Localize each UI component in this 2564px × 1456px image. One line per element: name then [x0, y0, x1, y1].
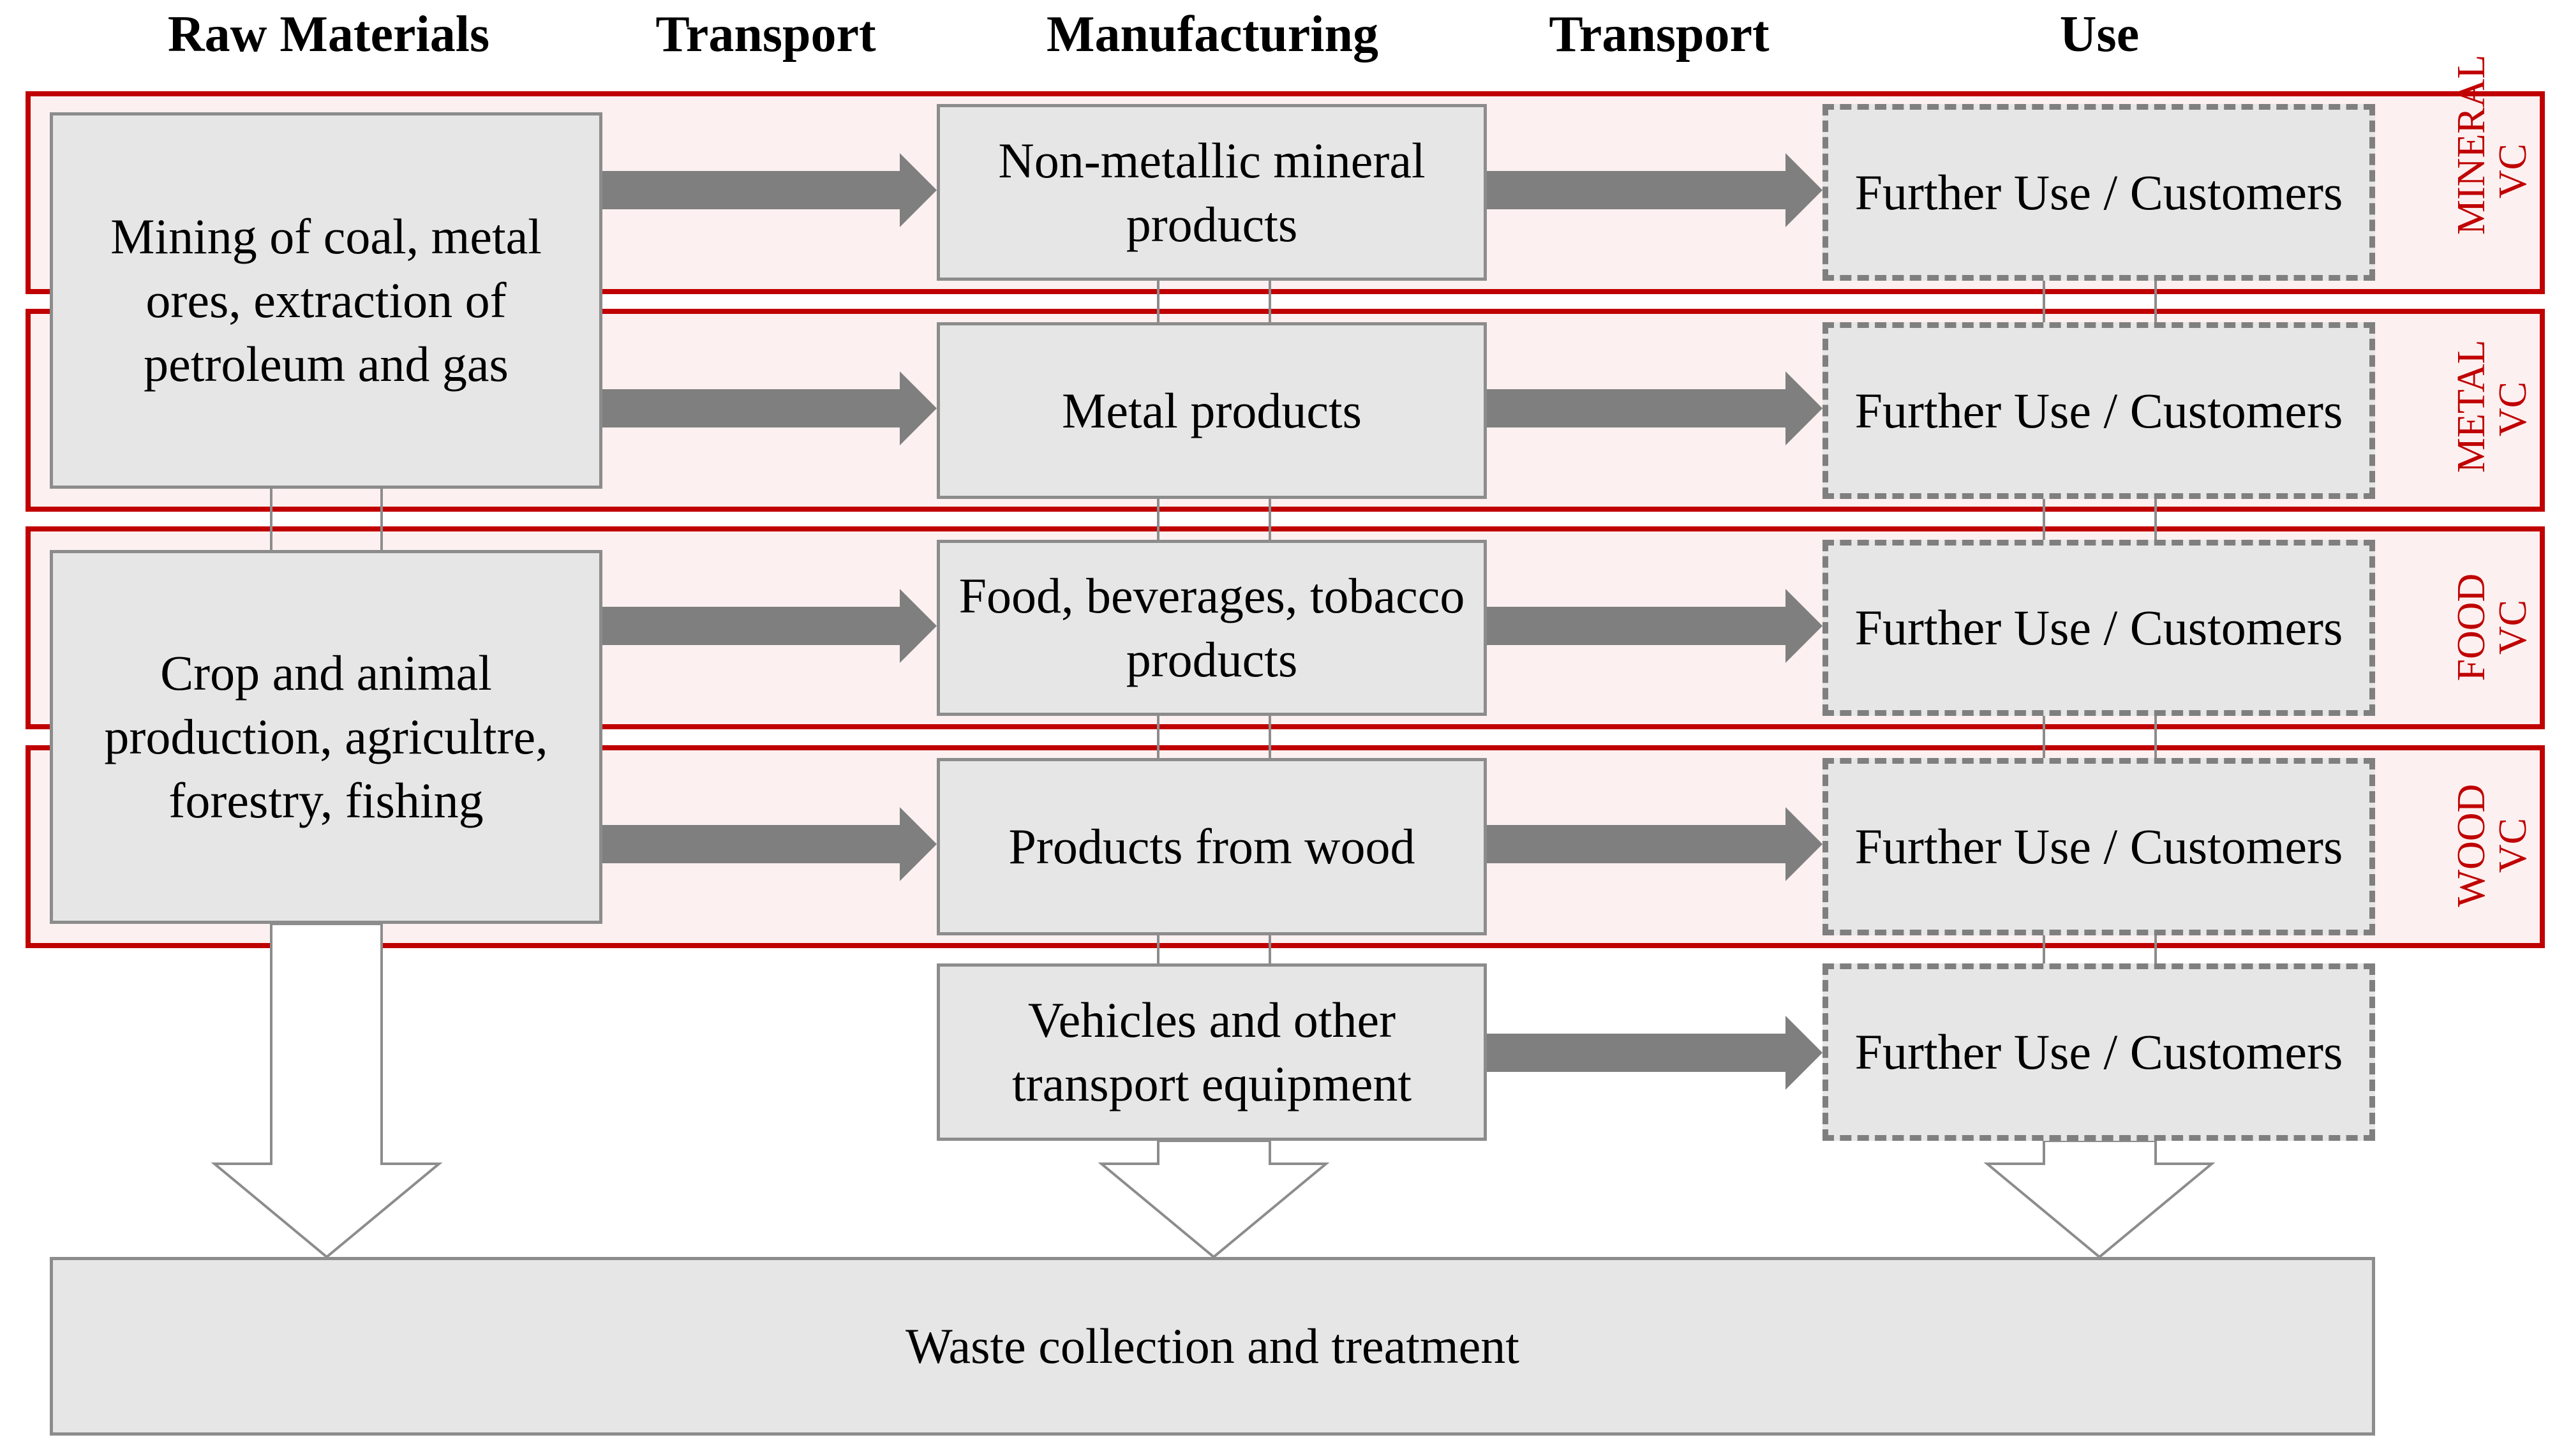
box-waste: Waste collection and treatment: [50, 1257, 2375, 1436]
box-mining: Mining of coal, metal ores, extraction o…: [50, 112, 602, 489]
arrows-manufacturing-to-use: [1487, 153, 1822, 1090]
arrow-crop-to-wood: [602, 807, 937, 881]
header-raw-materials: Raw Materials: [167, 6, 490, 63]
header-use: Use: [2059, 6, 2140, 63]
header-transport-1: Transport: [655, 6, 876, 63]
box-vehicles: Vehicles and other transport equipment: [937, 963, 1487, 1141]
arrows-raw-to-manufacturing: [602, 153, 937, 881]
arrow-mining-to-metal: [602, 371, 937, 445]
arrow-manufacturing-to-waste: [1098, 1140, 1330, 1259]
box-further-use-metal: Further Use / Customers: [1822, 322, 2375, 499]
header-transport-2: Transport: [1549, 6, 1770, 63]
arrow-mining-to-mineral: [602, 153, 937, 227]
arrow-food-to-use: [1487, 589, 1822, 663]
box-further-use-wood: Further Use / Customers: [1822, 758, 2375, 935]
arrow-vehicles-to-use: [1487, 1016, 1822, 1090]
arrow-use-to-waste: [1983, 1140, 2216, 1259]
box-crop: Crop and animal production, agricultre, …: [50, 550, 602, 924]
arrow-metal-to-use: [1487, 371, 1822, 445]
box-wood-products: Products from wood: [937, 758, 1487, 935]
box-further-use-vehicles: Further Use / Customers: [1822, 963, 2375, 1141]
arrow-mineral-to-use: [1487, 153, 1822, 227]
box-further-use-mineral: Further Use / Customers: [1822, 104, 2375, 281]
header-manufacturing: Manufacturing: [1047, 6, 1378, 63]
box-mineral-products: Non-metallic mineral products: [937, 104, 1487, 281]
arrow-raw-to-waste: [211, 923, 443, 1259]
arrow-crop-to-food: [602, 589, 937, 663]
box-food-products: Food, beverages, tobacco products: [937, 540, 1487, 716]
box-further-use-food: Further Use / Customers: [1822, 540, 2375, 716]
box-metal-products: Metal products: [937, 322, 1487, 499]
arrow-wood-to-use: [1487, 807, 1822, 881]
